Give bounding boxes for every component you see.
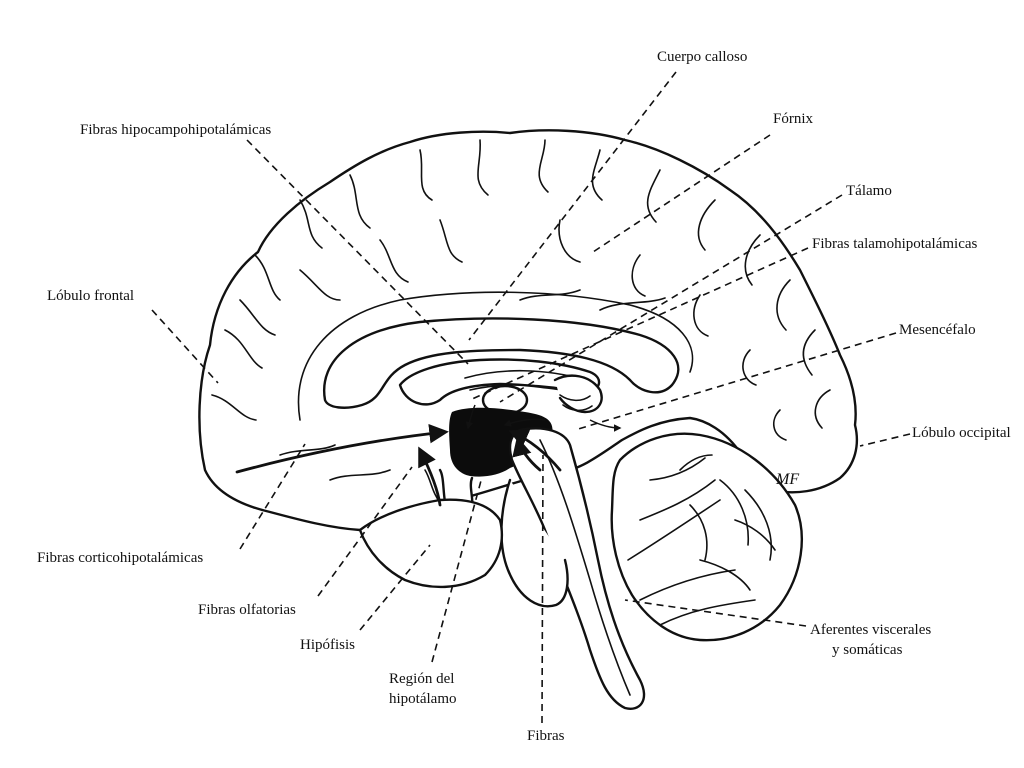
artist-signature: MF [775, 471, 799, 488]
cingulate-outline [297, 291, 694, 421]
labels: Cuerpo calloso Fórnix Fibras hipocampohi… [37, 49, 1011, 744]
label-fibras: Fibras [527, 728, 565, 744]
label-fibras-corticohipotalamicas: Fibras corticohipotalámicas [37, 550, 203, 566]
label-fornix: Fórnix [773, 111, 814, 127]
brainstem [508, 427, 646, 710]
label-talamo: Tálamo [846, 183, 892, 199]
gyri-lines [211, 139, 831, 481]
arbor-vitae [627, 454, 776, 626]
label-region-line2: hipotálamo [389, 691, 457, 707]
label-aferentes-line1: Aferentes viscerales [810, 622, 931, 638]
label-mesencefalo: Mesencéfalo [899, 322, 976, 338]
label-aferentes-line2: y somáticas [832, 642, 903, 658]
label-fibras-olfatorias: Fibras olfatorias [198, 602, 296, 618]
label-region-line1: Región del [389, 671, 454, 687]
colliculi [559, 394, 593, 412]
temporal-lobe [358, 498, 504, 589]
label-lobulo-frontal: Lóbulo frontal [47, 288, 134, 304]
pons [500, 478, 569, 608]
brainstem-channel [539, 439, 631, 696]
label-fibras-talamohipotalamicas: Fibras talamohipotalámicas [812, 236, 978, 252]
label-lobulo-occipital: Lóbulo occipital [912, 425, 1011, 441]
corpus-callosum [322, 317, 680, 409]
label-fibras-hipocampohipotalamicas: Fibras hipocampohipotalámicas [80, 122, 271, 138]
midbrain-shape [553, 374, 603, 414]
label-cuerpo-calloso: Cuerpo calloso [657, 49, 747, 65]
fiber-arrows [235, 404, 622, 507]
label-hipofisis: Hipófisis [300, 637, 355, 653]
leader-lines [151, 71, 911, 724]
